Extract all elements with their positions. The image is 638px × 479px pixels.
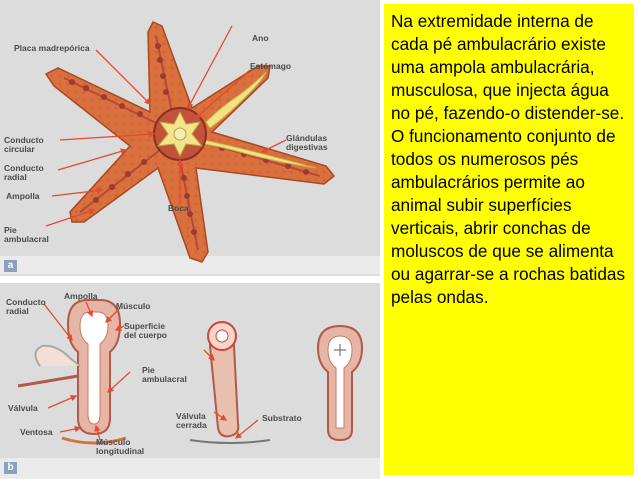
label-boca: Boca xyxy=(168,203,189,213)
panel-a-arrows xyxy=(45,25,287,227)
label-pie-ambulacral: Pie ambulacral xyxy=(4,225,49,244)
label-estomago: Estómago xyxy=(250,61,292,71)
paragraph-ampulla: Na extremidade interna de cada pé ambula… xyxy=(391,11,625,123)
panel-b-arrows xyxy=(43,301,259,441)
label-ano: Ano xyxy=(252,33,269,43)
label-b-ampolla: Ampolla xyxy=(64,291,98,301)
starfish-water-vascular-figure: Placa madrepórica Ano Estómago Conducto … xyxy=(0,0,380,479)
label-glandulas-digestivas: Glándulas digestivas xyxy=(286,133,328,152)
paragraph-locomotion: O funcionamento conjunto de todos os num… xyxy=(391,126,626,307)
label-b-valvula: Válvula xyxy=(8,403,38,413)
label-ampolla: Ampolla xyxy=(6,191,40,201)
label-b-musculo: Músculo xyxy=(116,301,151,311)
panel-b-letter: b xyxy=(4,462,17,474)
label-conducto-radial: Conducto radial xyxy=(4,163,44,182)
tube-foot-extended xyxy=(17,299,127,445)
tube-foot-sucking xyxy=(189,321,271,444)
label-conducto-circular: Conducto circular xyxy=(4,135,44,154)
tube-foot-retracted xyxy=(316,324,364,442)
label-placa-madreporica: Placa madrepórica xyxy=(14,43,90,53)
label-b-substrato: Substrato xyxy=(262,413,302,423)
panel-a-letter: a xyxy=(4,260,17,272)
label-b-musculo-longitudinal: Músculo longitudinal xyxy=(96,437,145,456)
figure-illustration xyxy=(0,0,380,479)
label-b-superficie-del-cuerpo: Superficie del cuerpo xyxy=(124,321,167,340)
panel-b-background xyxy=(0,283,380,479)
digestive-glands xyxy=(205,71,267,129)
label-b-conducto-radial: Conducto radial xyxy=(6,297,46,316)
label-b-pie-ambulacral: Pie ambulacral xyxy=(142,365,187,384)
label-b-valvula-cerrada: Válvula cerrada xyxy=(176,411,207,430)
explanation-textbox: Na extremidade interna de cada pé ambula… xyxy=(384,4,634,475)
label-b-ventosa: Ventosa xyxy=(20,427,53,437)
